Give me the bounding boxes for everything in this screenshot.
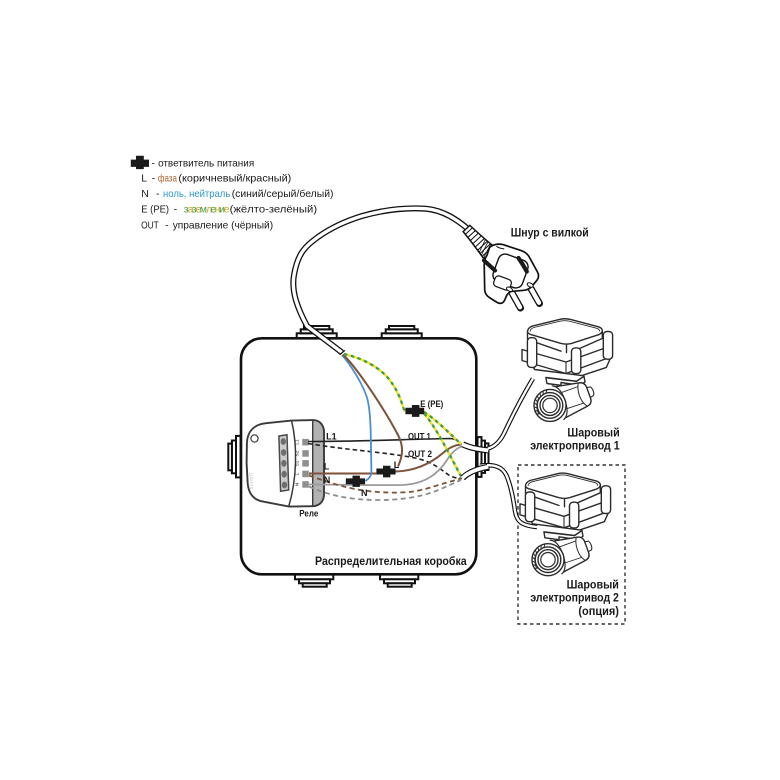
svg-text:Реле: Реле — [299, 509, 318, 519]
svg-text:OUT 1: OUT 1 — [408, 431, 431, 441]
svg-text:OUT 2: OUT 2 — [408, 449, 432, 459]
svg-text:а: а — [188, 204, 194, 216]
svg-text:Шаровый: Шаровый — [567, 428, 619, 440]
svg-text:Шаровый: Шаровый — [567, 579, 619, 591]
svg-text:е: е — [224, 204, 230, 216]
svg-text:N: N — [324, 475, 331, 485]
svg-text:-: - — [174, 204, 178, 216]
svg-text:Шнур с вилкой: Шнур с вилкой — [511, 227, 589, 239]
svg-text:E (PE): E (PE) — [420, 399, 443, 409]
svg-text:е: е — [210, 204, 216, 216]
svg-text:управление (чёрный): управление (чёрный) — [173, 219, 273, 231]
svg-text:S2: S2 — [295, 450, 300, 456]
svg-text:л: л — [206, 204, 212, 216]
svg-text:-: - — [165, 219, 169, 231]
svg-text:и: и — [219, 204, 225, 216]
svg-text:N: N — [141, 188, 149, 200]
svg-text:н: н — [215, 204, 221, 216]
svg-text:(опция): (опция) — [578, 606, 619, 618]
svg-text:S1: S1 — [295, 460, 300, 466]
svg-text:(коричневый/красный): (коричневый/красный) — [178, 172, 291, 184]
svg-text:L: L — [324, 462, 330, 472]
svg-text:м: м — [200, 204, 207, 216]
svg-text:sonoff: sonoff — [249, 472, 255, 489]
svg-text:ответвитель питания: ответвитель питания — [158, 158, 254, 170]
svg-text:L: L — [295, 472, 300, 475]
svg-text:ноль, нейтраль: ноль, нейтраль — [163, 188, 231, 200]
svg-text:электропривод 2: электропривод 2 — [530, 593, 619, 605]
svg-text:-: - — [152, 172, 156, 184]
svg-text:N: N — [361, 488, 368, 498]
svg-text:-: - — [156, 188, 160, 200]
svg-text:L1: L1 — [326, 432, 337, 442]
svg-text:N: N — [295, 483, 300, 486]
svg-text:е: е — [196, 204, 202, 216]
svg-text:Распределительная коробка: Распределительная коробка — [315, 556, 467, 568]
svg-text:электропривод 1: электропривод 1 — [530, 440, 620, 452]
svg-text:(жёлто-зелёный): (жёлто-зелёный) — [230, 204, 318, 216]
svg-text:L: L — [394, 460, 400, 470]
svg-text:OUT: OUT — [141, 219, 159, 231]
svg-text:(синий/серый/белый): (синий/серый/белый) — [232, 188, 334, 200]
svg-text:E (PE): E (PE) — [141, 204, 169, 216]
svg-text:L1: L1 — [295, 439, 300, 445]
svg-text:з: з — [192, 204, 197, 216]
svg-text:-: - — [152, 158, 156, 170]
svg-text:фаза: фаза — [158, 172, 177, 184]
svg-text:L: L — [141, 172, 147, 184]
svg-text:з: з — [184, 204, 189, 216]
